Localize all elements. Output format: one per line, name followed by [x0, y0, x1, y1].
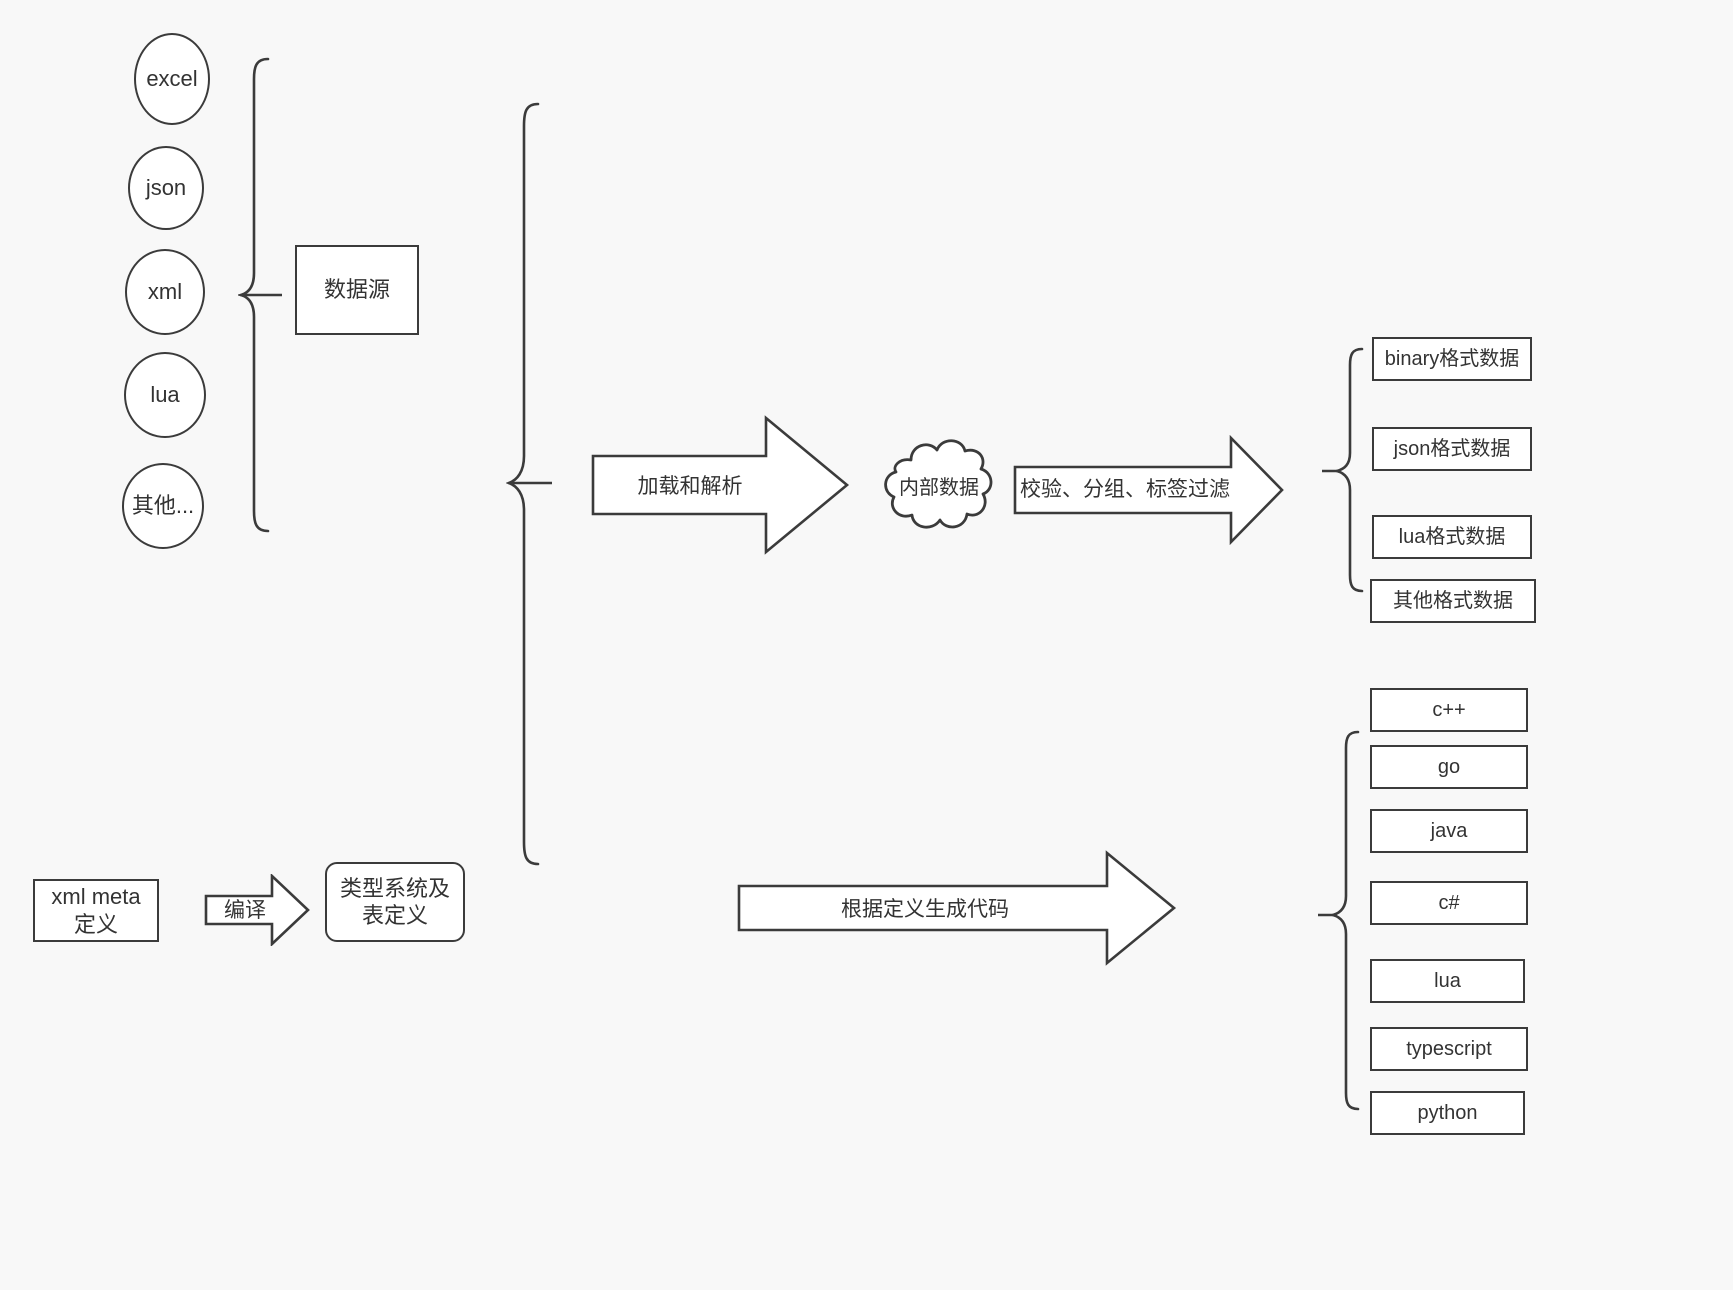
- target-language-typescript[interactable]: typescript: [1370, 1027, 1528, 1071]
- xml-meta-definition-box[interactable]: xml meta定义: [33, 879, 159, 942]
- load-parse-arrow[interactable]: [590, 415, 850, 555]
- target-language-label: python: [1417, 1101, 1478, 1124]
- xml-meta-definition-label: xml meta定义: [51, 884, 141, 937]
- output-format-json[interactable]: json格式数据: [1372, 427, 1532, 471]
- output-format-label: binary格式数据: [1384, 347, 1520, 370]
- target-language-java[interactable]: java: [1370, 809, 1528, 853]
- output-format-label: lua格式数据: [1398, 525, 1506, 548]
- type-system-box[interactable]: 类型系统及表定义: [325, 862, 465, 942]
- compile-arrow[interactable]: [204, 874, 310, 946]
- source-node-label: excel: [146, 66, 198, 92]
- target-language-label: java: [1430, 819, 1468, 842]
- target-language-cpp[interactable]: c++: [1370, 688, 1528, 732]
- source-node-xml[interactable]: xml: [125, 249, 205, 335]
- target-language-label: c#: [1438, 891, 1460, 914]
- target-language-label: c++: [1432, 698, 1466, 721]
- target-language-go[interactable]: go: [1370, 745, 1528, 789]
- target-language-csharp[interactable]: c#: [1370, 881, 1528, 925]
- source-node-label: 其他...: [131, 493, 195, 519]
- data-source-label: 数据源: [323, 277, 390, 303]
- type-system-label: 类型系统及表定义: [339, 875, 450, 929]
- target-language-python[interactable]: python: [1370, 1091, 1525, 1135]
- codegen-arrow[interactable]: [737, 850, 1177, 966]
- output-format-other[interactable]: 其他格式数据: [1370, 579, 1536, 623]
- internal-data-cloud[interactable]: [880, 432, 998, 538]
- output-format-label: 其他格式数据: [1393, 589, 1513, 612]
- source-node-label: xml: [147, 279, 183, 305]
- source-node-excel[interactable]: excel: [134, 33, 210, 125]
- target-language-lua[interactable]: lua: [1370, 959, 1525, 1003]
- target-language-label: typescript: [1406, 1037, 1492, 1060]
- source-node-other[interactable]: 其他...: [122, 463, 204, 549]
- target-language-label: lua: [1434, 969, 1461, 992]
- output-format-lua[interactable]: lua格式数据: [1372, 515, 1532, 559]
- source-node-label: json: [145, 175, 187, 201]
- data-source-box[interactable]: 数据源: [295, 245, 419, 335]
- languages-brace: [1318, 730, 1360, 1111]
- pipeline-input-brace: [506, 102, 552, 866]
- data-formats-brace: [1322, 347, 1364, 593]
- output-format-label: json格式数据: [1393, 437, 1511, 460]
- source-node-lua[interactable]: lua: [124, 352, 206, 438]
- filter-arrow[interactable]: [1013, 435, 1285, 545]
- target-language-label: go: [1437, 755, 1461, 778]
- sources-group-brace: [238, 57, 282, 533]
- source-node-label: lua: [150, 382, 180, 408]
- output-format-binary[interactable]: binary格式数据: [1372, 337, 1532, 381]
- source-node-json[interactable]: json: [128, 146, 204, 230]
